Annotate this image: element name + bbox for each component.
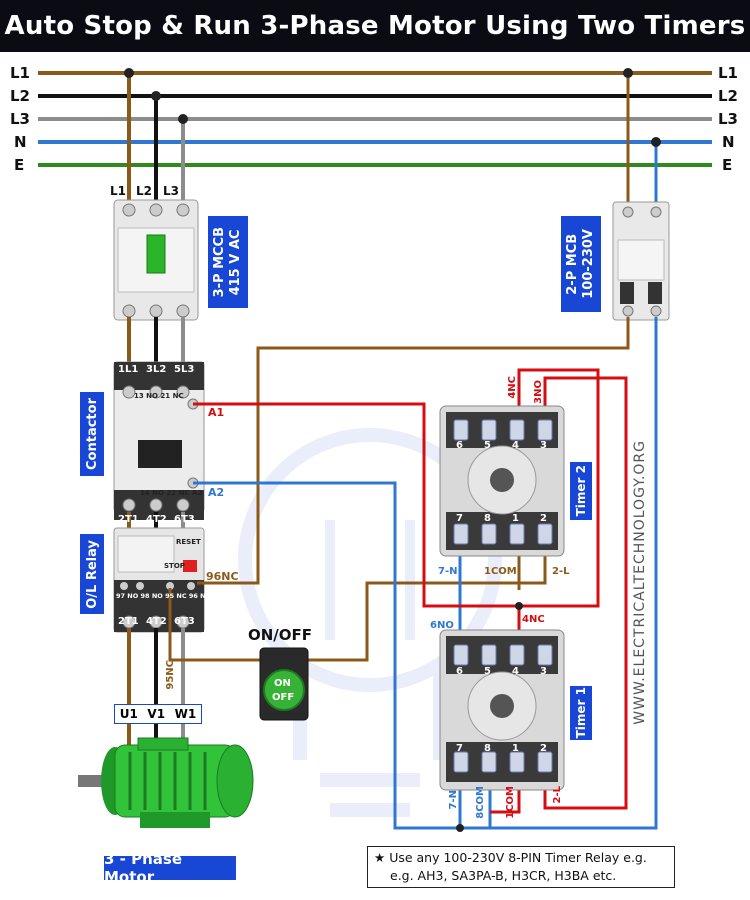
- timer2-pin-7: 7: [456, 513, 463, 524]
- contactor-terminal-6t3: 6T3: [174, 514, 195, 525]
- contactor-device: [113, 361, 205, 520]
- timer2-pin-8: 8: [484, 513, 491, 524]
- contactor-terminal-5l3: 5L3: [174, 364, 195, 375]
- mccb-device: [113, 199, 199, 321]
- timer2-4nc-label: 4NC: [507, 376, 518, 399]
- contactor-label: Contactor: [84, 398, 100, 470]
- mcb-label-line1: 2-P MCB: [565, 233, 580, 295]
- timer2-pin-4: 4: [512, 440, 519, 451]
- overload-terminal-6t3: 6T3: [174, 616, 195, 627]
- motor-device: [78, 737, 254, 828]
- timer2-label: Timer 2: [574, 465, 588, 517]
- contactor-coil-a2: A2: [208, 486, 225, 499]
- mcb-device: [612, 201, 670, 321]
- timer2-7n-label: 7-N: [438, 566, 458, 577]
- timer1-7n-label: 7-N: [448, 790, 459, 810]
- motor-terminal-v1: V1: [147, 707, 166, 721]
- note-line1: Use any 100-230V 8-PIN Timer Relay e.g.: [389, 850, 647, 865]
- line-label-e-right: E: [722, 156, 733, 174]
- timer1-4nc-label: 4NC: [522, 614, 545, 625]
- timer2-3no-label: 3NO: [533, 380, 544, 404]
- star-icon: ★: [374, 850, 390, 865]
- overload-label: O/L Relay: [84, 539, 100, 609]
- timer1-label-box: Timer 1: [570, 686, 592, 740]
- line-label-n-left: N: [14, 133, 27, 151]
- timer1-pin-6: 6: [456, 666, 463, 677]
- timer1-pin-5: 5: [484, 666, 491, 677]
- line-label-e-left: E: [14, 156, 25, 174]
- mcb-label-line2: 100-230V: [581, 229, 596, 299]
- line-label-l2-right: L2: [718, 87, 738, 105]
- mccb-terminal-l2: L2: [136, 184, 152, 198]
- contactor-label-box: Contactor: [80, 392, 104, 476]
- timer1-device: [439, 629, 565, 791]
- on-off-switch-device: [259, 647, 309, 721]
- timer1-pin-8: 8: [484, 743, 491, 754]
- overload-terminal-4t2: 4T2: [146, 616, 167, 627]
- timer2-label-box: Timer 2: [570, 462, 592, 520]
- note-line2: e.g. AH3, SA3PA-B, H3CR, H3BA etc.: [390, 868, 617, 883]
- timer1-pin-1: 1: [512, 743, 519, 754]
- motor-label: 3 - Phase Motor: [104, 850, 236, 886]
- contactor-aux-top: 13 NO 21 NC: [134, 392, 184, 400]
- timer2-2l-label: 2-L: [552, 566, 570, 577]
- switch-off-label[interactable]: OFF: [272, 692, 295, 703]
- timer2-device: [439, 405, 565, 557]
- overload-label-box: O/L Relay: [80, 534, 104, 614]
- overload-reset-label: RESET: [176, 538, 201, 546]
- line-label-l1-right: L1: [718, 64, 738, 82]
- contactor-terminal-1l1: 1L1: [118, 364, 139, 375]
- timer2-pin-1: 1: [512, 513, 519, 524]
- mcb-label-box: 2-P MCB 100-230V: [561, 216, 601, 312]
- timer2-pin-3: 3: [540, 440, 547, 451]
- timer1-pin-4: 4: [512, 666, 519, 677]
- contactor-terminal-4t2: 4T2: [146, 514, 167, 525]
- overload-95nc-label: 95NC: [165, 660, 176, 690]
- mccb-label-line2: 415 V AC: [228, 229, 243, 295]
- line-label-l3-right: L3: [718, 110, 738, 128]
- timer1-6no-label: 6NO: [430, 620, 454, 631]
- timer1-8com-label: 8COM: [475, 786, 486, 819]
- contactor-coil-a1: A1: [208, 406, 225, 419]
- overload-terminal-2t1: 2T1: [118, 616, 139, 627]
- motor-terminal-box: U1 V1 W1: [114, 704, 202, 724]
- website-watermark: WWW.ELECTRICALTECHNOLOGY.ORG: [632, 440, 648, 725]
- contactor-terminal-3l2: 3L2: [146, 364, 167, 375]
- overload-96nc-label: 96NC: [206, 570, 239, 583]
- switch-on-label[interactable]: ON: [274, 678, 291, 689]
- timer2-pin-5: 5: [484, 440, 491, 451]
- timer1-pin-7: 7: [456, 743, 463, 754]
- line-label-l2-left: L2: [10, 87, 30, 105]
- overload-stop-label: STOP: [164, 562, 185, 570]
- timer1-pin-3: 3: [540, 666, 547, 677]
- timer1-pin-2: 2: [540, 743, 547, 754]
- page-title: Auto Stop & Run 3-Phase Motor Using Two …: [0, 0, 750, 52]
- mccb-terminal-l3: L3: [163, 184, 179, 198]
- motor-terminal-u1: U1: [119, 707, 138, 721]
- mccb-terminal-l1: L1: [110, 184, 126, 198]
- timer1-1com-label: 1COM: [505, 786, 516, 819]
- timer-note-box: ★ Use any 100-230V 8-PIN Timer Relay e.g…: [367, 846, 675, 888]
- switch-label: ON/OFF: [248, 626, 313, 644]
- contactor-terminal-2t1: 2T1: [118, 514, 139, 525]
- overload-relay-device: [113, 527, 205, 633]
- line-label-n-right: N: [722, 133, 735, 151]
- line-label-l1-left: L1: [10, 64, 30, 82]
- timer1-2l-label: 2-L: [552, 786, 563, 804]
- line-label-l3-left: L3: [10, 110, 30, 128]
- timer1-label: Timer 1: [574, 687, 588, 739]
- contactor-aux-bottom: 14 NO 22 NC A2: [140, 489, 203, 497]
- mccb-label-line1: 3-P MCCB: [212, 226, 227, 298]
- timer2-pin-2: 2: [540, 513, 547, 524]
- timer2-1com-label: 1COM: [484, 566, 517, 577]
- overload-contacts-label: 97 NO 98 NO 95 NC 96 NC: [116, 592, 211, 600]
- mccb-label-box: 3-P MCCB 415 V AC: [208, 216, 248, 308]
- timer2-pin-6: 6: [456, 440, 463, 451]
- motor-terminal-w1: W1: [174, 707, 197, 721]
